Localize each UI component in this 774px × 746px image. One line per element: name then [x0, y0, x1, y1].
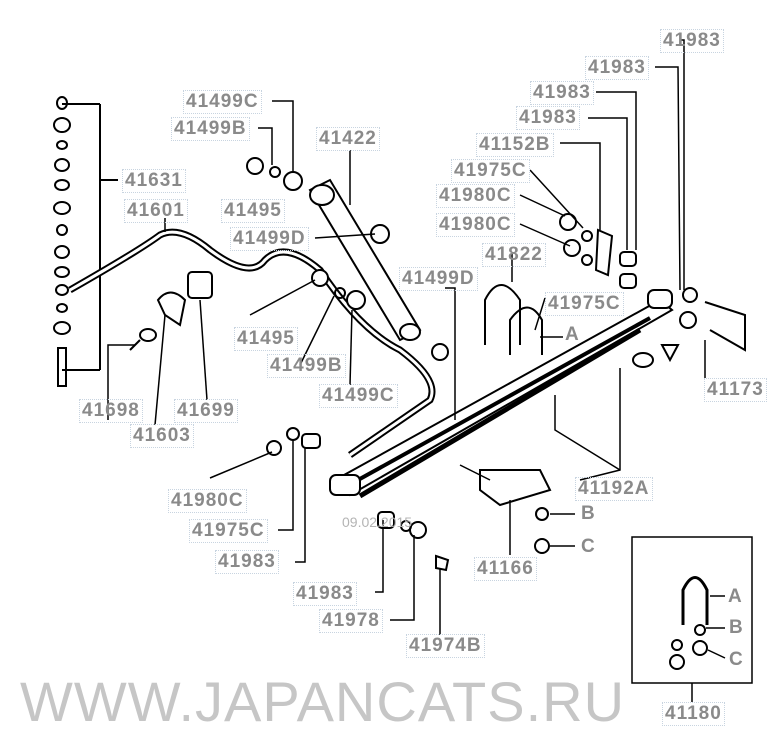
part-label-41983[interactable]: 41983	[215, 550, 279, 574]
part-label-41975C[interactable]: 41975C	[189, 519, 268, 543]
part-label-41980C[interactable]: 41980C	[168, 489, 247, 513]
part-label-41978[interactable]: 41978	[319, 609, 383, 633]
part-label-41499D[interactable]: 41499D	[399, 267, 478, 291]
part-label-41192A[interactable]: 41192A	[575, 477, 653, 501]
part-label-41499B[interactable]: 41499B	[171, 117, 250, 141]
inset-callout-C[interactable]: C	[729, 649, 744, 670]
part-label-41499B[interactable]: 41499B	[267, 354, 346, 378]
part-label-41980C[interactable]: 41980C	[436, 184, 515, 208]
part-label-41980C[interactable]: 41980C	[436, 213, 515, 237]
part-label-41495[interactable]: 41495	[234, 327, 298, 351]
part-label-41631[interactable]: 41631	[122, 169, 186, 193]
part-label-41983[interactable]: 41983	[293, 582, 357, 606]
inset-41180	[631, 536, 753, 702]
part-label-41822[interactable]: 41822	[482, 243, 546, 267]
callout-B[interactable]: B	[581, 503, 596, 524]
part-label-41983[interactable]: 41983	[516, 106, 580, 130]
part-label-41499D[interactable]: 41499D	[230, 227, 309, 251]
shock-absorber	[246, 157, 449, 361]
watermark: WWW.JAPANCATS.RU	[20, 670, 626, 733]
part-label-41152B[interactable]: 41152B	[476, 133, 554, 157]
inset-callout-B[interactable]: B	[729, 617, 744, 638]
part-label-41495[interactable]: 41495	[221, 199, 285, 223]
part-label-41974B[interactable]: 41974B	[406, 634, 485, 658]
part-label-41603[interactable]: 41603	[130, 424, 194, 448]
part-label-41983[interactable]: 41983	[530, 81, 594, 105]
part-label-41983[interactable]: 41983	[660, 29, 724, 53]
bushing-stack	[53, 96, 118, 387]
date-stamp: 09.02.2015	[342, 514, 413, 530]
callout-C[interactable]: C	[581, 536, 596, 557]
part-label-41699[interactable]: 41699	[174, 399, 238, 423]
part-label-41422[interactable]: 41422	[316, 127, 380, 151]
inset-callout-A[interactable]: A	[728, 586, 743, 607]
leaf-spring	[329, 289, 680, 507]
callout-A[interactable]: A	[565, 324, 580, 345]
part-label-41975C[interactable]: 41975C	[451, 159, 530, 183]
part-label-41601[interactable]: 41601	[124, 199, 188, 223]
part-label-41975C[interactable]: 41975C	[545, 292, 624, 316]
part-label-41499C[interactable]: 41499C	[183, 90, 262, 114]
part-label-41499C[interactable]: 41499C	[319, 384, 398, 408]
part-label-41698[interactable]: 41698	[79, 399, 143, 423]
part-label-41173[interactable]: 41173	[704, 378, 767, 402]
part-label-41166[interactable]: 41166	[474, 557, 537, 581]
part-label-41180[interactable]: 41180	[662, 702, 725, 726]
part-label-41983[interactable]: 41983	[585, 56, 649, 80]
